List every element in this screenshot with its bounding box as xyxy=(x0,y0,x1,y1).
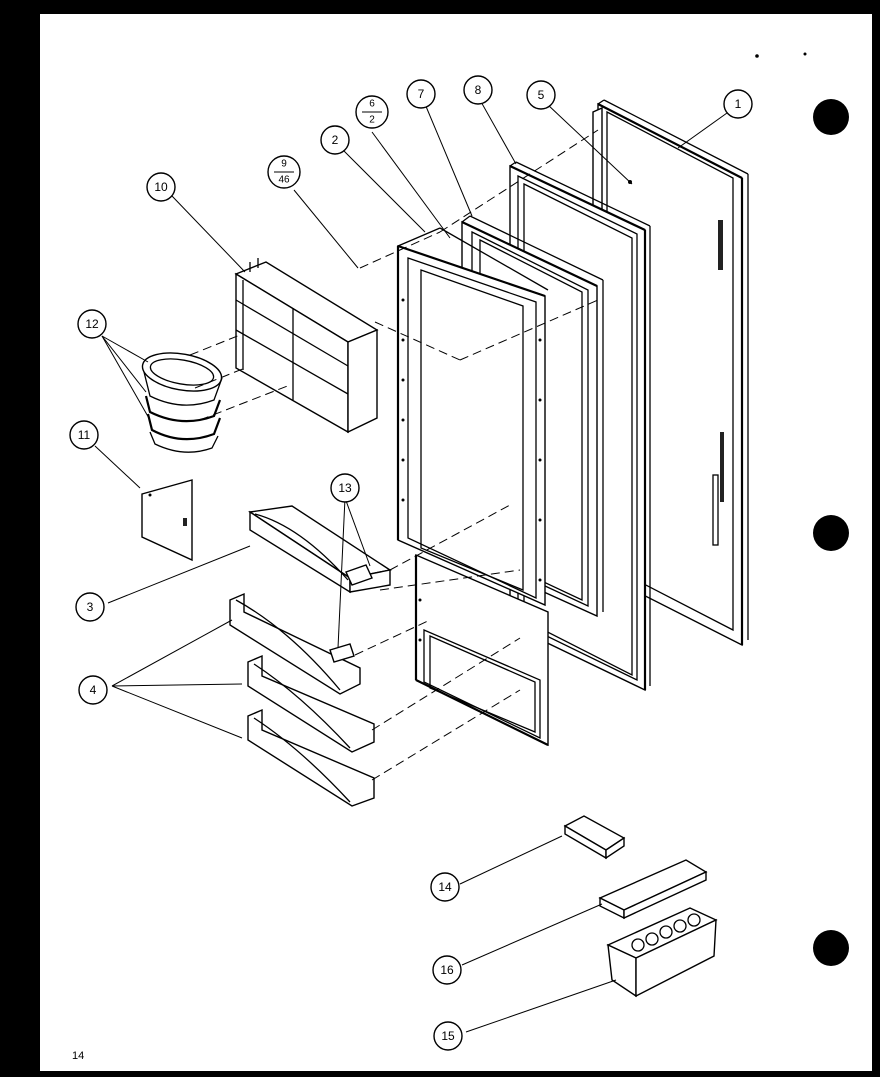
callout-6-over-2: 6 2 xyxy=(355,95,389,129)
callout-15: 15 xyxy=(433,1021,463,1051)
punch-hole-bottom xyxy=(813,930,849,966)
part-10-bin-housing xyxy=(234,258,379,434)
scan-border-bottom xyxy=(0,1071,880,1077)
page-number: 14 xyxy=(72,1050,85,1062)
svg-text:8: 8 xyxy=(475,83,482,97)
svg-text:2: 2 xyxy=(332,133,339,147)
callout-1: 1 xyxy=(723,89,753,119)
scan-border-left xyxy=(0,0,40,1077)
part-4-door-bins xyxy=(229,592,375,807)
svg-text:3: 3 xyxy=(87,600,94,614)
svg-text:12: 12 xyxy=(85,317,99,331)
callout-10: 10 xyxy=(146,172,176,202)
part-13-clips xyxy=(329,564,373,663)
scan-border-top xyxy=(0,0,880,14)
scan-border-right xyxy=(872,0,880,1077)
part-14-tray xyxy=(563,815,626,860)
callout-11: 11 xyxy=(69,420,99,450)
svg-text:46: 46 xyxy=(278,175,290,186)
speck xyxy=(755,54,759,58)
svg-text:15: 15 xyxy=(441,1029,455,1043)
punch-hole-middle xyxy=(813,515,849,551)
callout-2: 2 xyxy=(320,125,350,155)
speck xyxy=(803,52,807,56)
svg-text:11: 11 xyxy=(78,428,91,442)
part-16-lid xyxy=(598,859,708,920)
svg-text:6: 6 xyxy=(369,99,375,110)
svg-text:10: 10 xyxy=(154,180,168,194)
svg-text:13: 13 xyxy=(338,481,352,495)
part-3-door-bin xyxy=(248,505,392,594)
svg-text:14: 14 xyxy=(438,880,452,894)
callout-12: 12 xyxy=(77,309,107,339)
callout-8: 8 xyxy=(463,75,493,105)
callout-13: 13 xyxy=(330,473,360,503)
callout-14: 14 xyxy=(430,872,460,902)
part-15-ice-bin xyxy=(606,907,718,998)
svg-text:4: 4 xyxy=(90,683,97,697)
assembly-dashed-lines xyxy=(189,129,599,781)
callout-9-over-46: 9 46 xyxy=(267,155,301,189)
svg-text:5: 5 xyxy=(538,88,545,102)
callout-16: 16 xyxy=(432,955,462,985)
part-12-containers xyxy=(141,352,223,453)
callout-leaders xyxy=(94,99,728,1033)
svg-text:7: 7 xyxy=(418,87,425,101)
part-2-door-frame xyxy=(396,227,549,747)
callout-5: 5 xyxy=(526,80,556,110)
callout-7: 7 xyxy=(406,79,436,109)
svg-text:1: 1 xyxy=(735,97,742,111)
callout-3: 3 xyxy=(75,592,105,622)
svg-text:16: 16 xyxy=(440,963,454,977)
svg-text:2: 2 xyxy=(369,115,375,126)
callout-4: 4 xyxy=(78,675,108,705)
punch-hole-top xyxy=(813,99,849,135)
svg-text:9: 9 xyxy=(281,159,287,170)
part-11-cover xyxy=(141,479,193,562)
